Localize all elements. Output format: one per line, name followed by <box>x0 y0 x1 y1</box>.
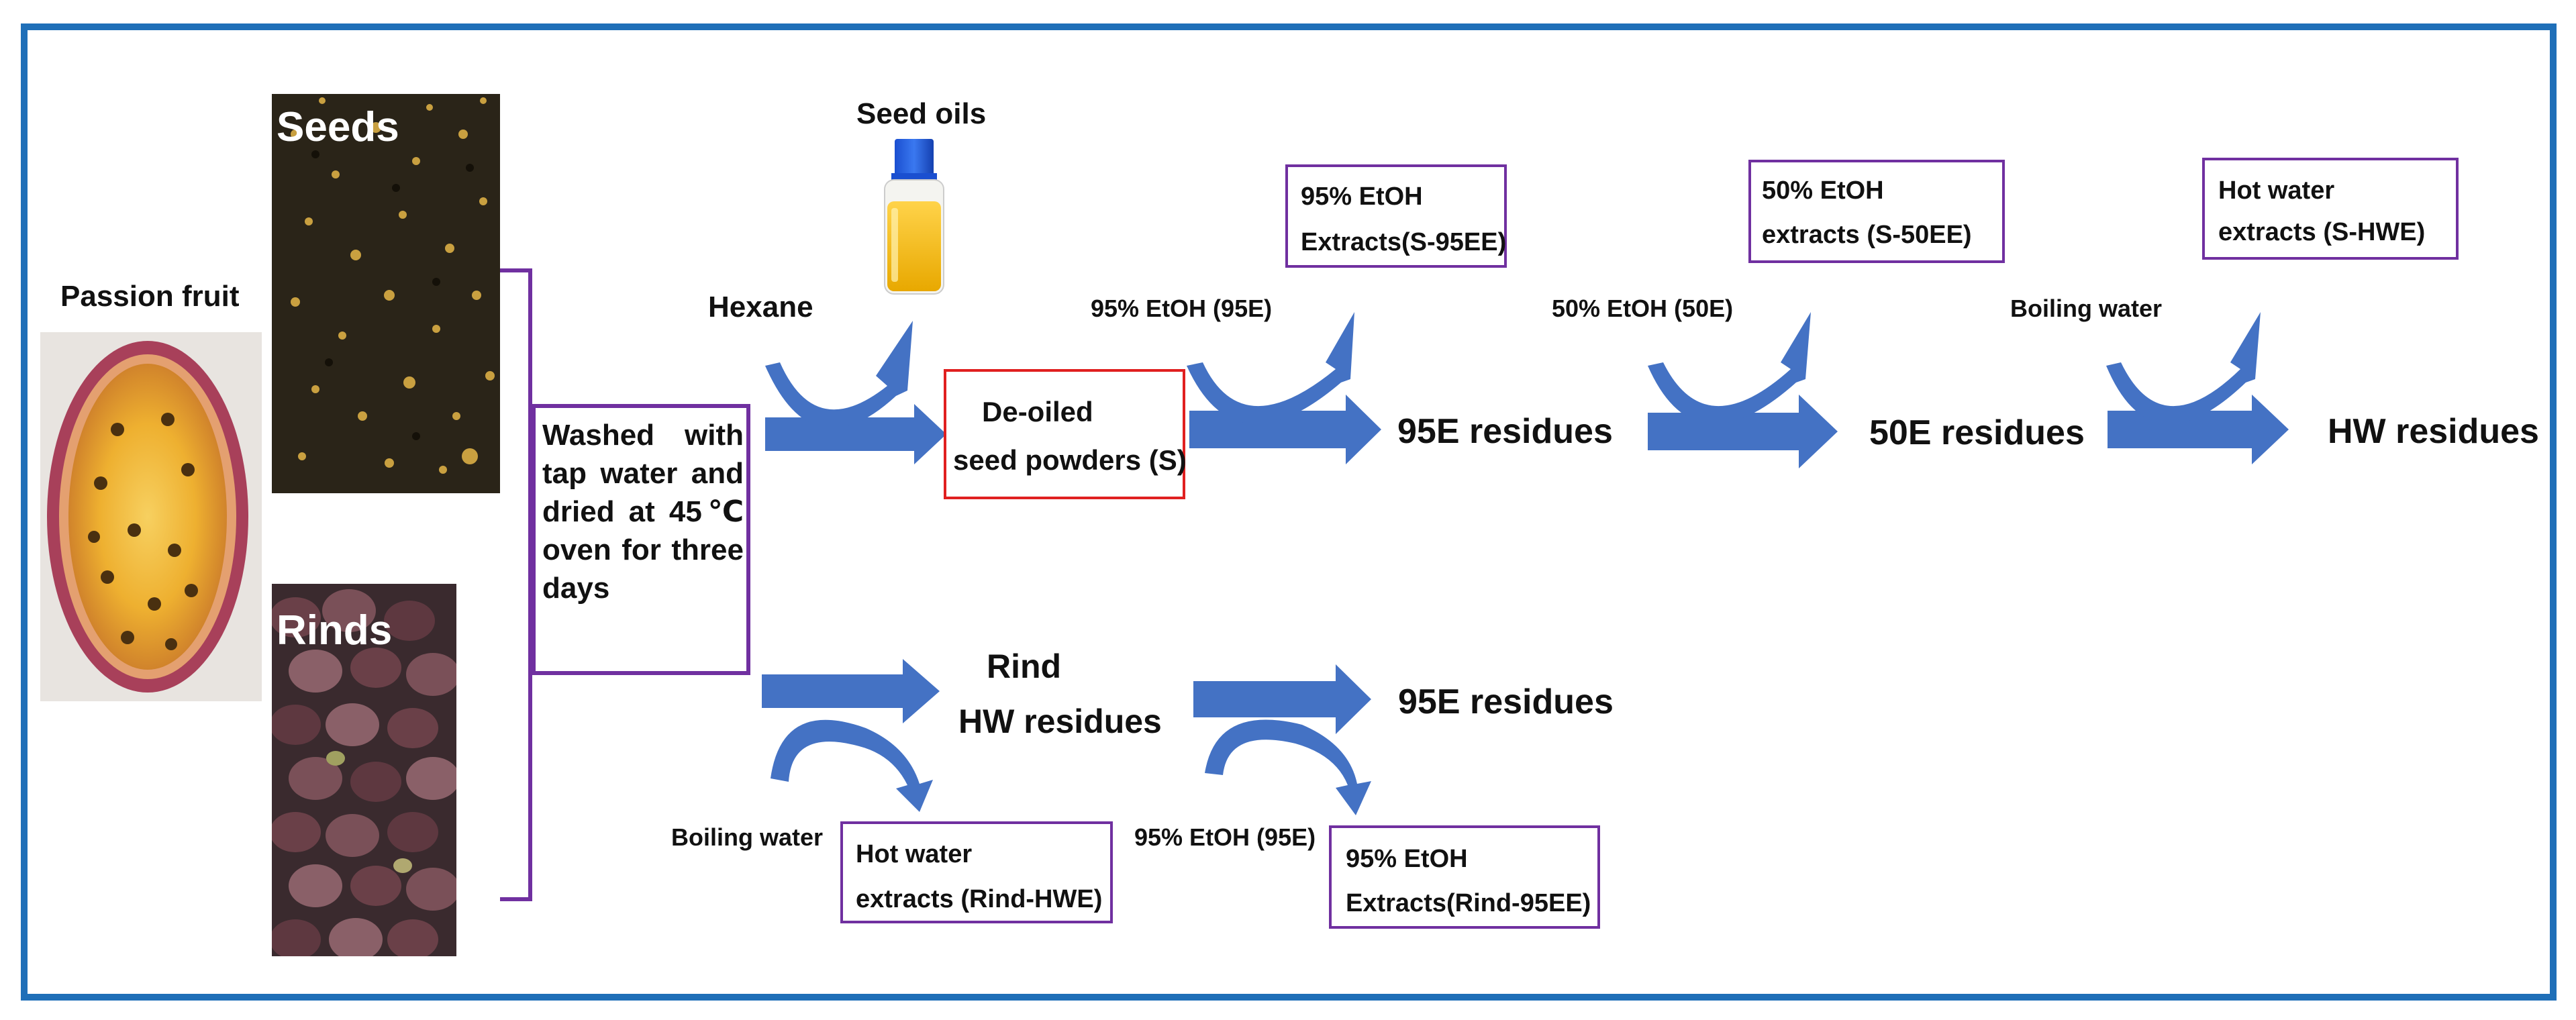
deoiled-seed-box <box>944 369 1185 499</box>
hexane-label: Hexane <box>708 291 813 323</box>
rind-residue-line1: Rind <box>987 648 1061 685</box>
extract-shwe-line2: extracts (S-HWE) <box>2218 218 2425 246</box>
solvent-95e-label: 95% EtOH (95E) <box>1091 295 1272 322</box>
extract-rind-95ee-box <box>1329 825 1600 929</box>
extract-rind-hwe-line2: extracts (Rind-HWE) <box>856 885 1102 913</box>
seed-oils-label: Seed oils <box>856 97 986 130</box>
extract-shwe-line1: Hot water <box>2218 176 2334 205</box>
passion-fruit-label: Passion fruit <box>60 280 240 313</box>
hexane-curve-arrow <box>765 321 913 429</box>
residue-hw-label: HW residues <box>2328 412 2539 451</box>
extract-s50ee-line1: 50% EtOH <box>1762 176 1884 205</box>
washing-step-text: Washed with tap water and dried at 45℃ o… <box>542 419 744 605</box>
rind-residue-95e-label: 95E residues <box>1398 682 1614 721</box>
seed-oil-bottle <box>884 139 944 295</box>
extract-rind-95ee-line1: 95% EtOH <box>1346 845 1468 873</box>
seeds-label: Seeds <box>277 104 399 150</box>
rinds-label: Rinds <box>277 607 392 654</box>
rind-95e-curve-arrow <box>1205 719 1371 815</box>
rind-solvent-boiling-water-label: Boiling water <box>671 823 823 851</box>
washing-step-box <box>532 404 750 675</box>
extract-s95ee-line1: 95% EtOH <box>1301 183 1423 211</box>
passion-fruit-photo <box>40 332 262 701</box>
residue-95e-label: 95E residues <box>1397 412 1613 451</box>
deoiled-seed-label-line2: seed powders (S) <box>953 444 1187 476</box>
extract-shwe-box <box>2202 158 2459 260</box>
outer-frame <box>21 23 2557 1001</box>
deoiled-seed-label-line1: De-oiled <box>982 396 1093 427</box>
rind-hw-arrow <box>762 659 940 723</box>
extract-rind-hwe-line1: Hot water <box>856 840 972 868</box>
extract-s95ee-box <box>1285 164 1507 268</box>
extract-rind-95ee-line2: Extracts(Rind-95EE) <box>1346 889 1591 917</box>
rind-95e-arrow <box>1193 664 1371 734</box>
extract-rind-hwe-box <box>840 821 1113 923</box>
seeds-photo <box>272 94 500 493</box>
solvent-50e-label: 50% EtOH (50E) <box>1552 295 1733 322</box>
residue-50e-label: 50E residues <box>1869 413 2085 452</box>
merge-bracket <box>500 268 532 901</box>
step-95e-curve-arrow <box>1187 312 1354 424</box>
rind-solvent-95e-label: 95% EtOH (95E) <box>1134 823 1316 851</box>
extract-s50ee-line2: extracts (S-50EE) <box>1762 221 1972 249</box>
rind-residue-line2: HW residues <box>958 703 1162 740</box>
solvent-boiling-water-label: Boiling water <box>2010 295 2162 322</box>
step-50e-curve-arrow <box>1648 312 1811 424</box>
extract-s50ee-box <box>1748 160 2005 263</box>
step-hw-curve-arrow <box>2106 312 2261 424</box>
rind-hw-curve-arrow <box>771 719 933 812</box>
rinds-photo <box>272 584 456 956</box>
extract-s95ee-line2: Extracts(S-95EE) <box>1301 228 1506 256</box>
